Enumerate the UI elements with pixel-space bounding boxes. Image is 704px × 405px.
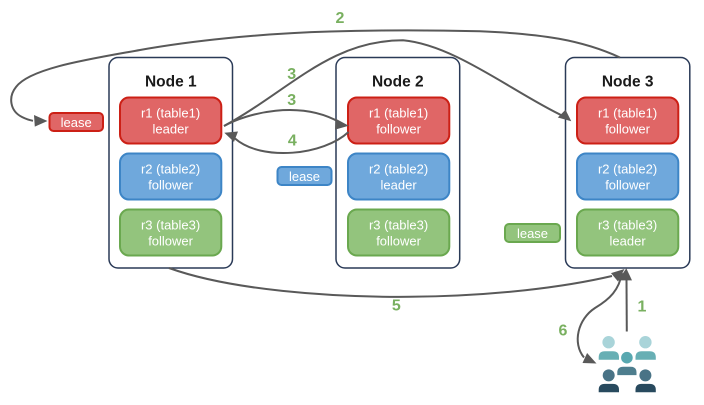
- svg-text:Node 3: Node 3: [602, 74, 654, 91]
- svg-text:follower: follower: [376, 234, 421, 249]
- svg-text:lease: lease: [517, 226, 548, 241]
- svg-text:r1 (table1): r1 (table1): [369, 106, 428, 121]
- svg-text:r1 (table1): r1 (table1): [141, 106, 200, 121]
- svg-text:2: 2: [336, 10, 345, 27]
- svg-text:5: 5: [392, 298, 401, 315]
- svg-text:r3 (table3): r3 (table3): [598, 218, 657, 233]
- svg-text:r3 (table3): r3 (table3): [141, 218, 200, 233]
- svg-text:r2 (table2): r2 (table2): [369, 162, 428, 177]
- svg-text:follower: follower: [148, 178, 193, 193]
- svg-text:lease: lease: [289, 169, 320, 184]
- svg-text:r1 (table1): r1 (table1): [598, 106, 657, 121]
- svg-text:4: 4: [288, 133, 297, 150]
- svg-text:6: 6: [559, 323, 568, 340]
- svg-text:r3 (table3): r3 (table3): [369, 218, 428, 233]
- svg-text:1: 1: [638, 299, 647, 316]
- svg-text:leader: leader: [153, 122, 190, 137]
- svg-text:r2 (table2): r2 (table2): [598, 162, 657, 177]
- svg-text:Node 1: Node 1: [145, 74, 197, 91]
- svg-text:follower: follower: [376, 122, 421, 137]
- svg-text:3: 3: [287, 66, 296, 83]
- svg-text:follower: follower: [605, 178, 650, 193]
- svg-text:Node 2: Node 2: [372, 74, 424, 91]
- svg-text:leader: leader: [610, 234, 647, 249]
- svg-text:r2 (table2): r2 (table2): [141, 162, 200, 177]
- svg-text:leader: leader: [381, 178, 418, 193]
- svg-text:follower: follower: [148, 234, 193, 249]
- svg-text:3: 3: [287, 92, 296, 109]
- svg-text:lease: lease: [61, 115, 92, 130]
- svg-text:follower: follower: [605, 122, 650, 137]
